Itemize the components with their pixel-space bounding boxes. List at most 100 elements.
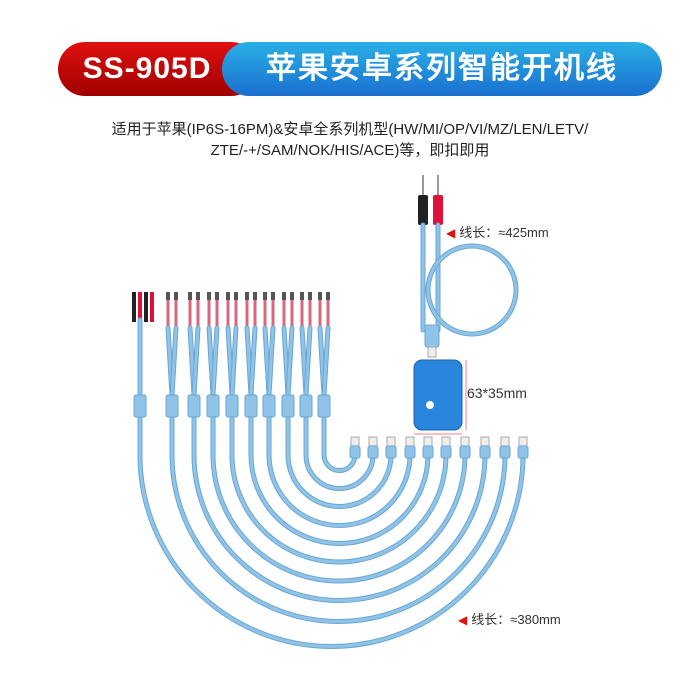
cable-loop	[426, 244, 518, 336]
compatibility-line-2: ZTE/-+/SAM/NOK/HIS/ACE)等，即扣即用	[210, 142, 490, 159]
cable-ferrule	[165, 394, 179, 418]
clip-head	[300, 292, 304, 300]
clip-head	[196, 292, 200, 300]
clip-wire	[308, 300, 312, 330]
clip-head	[234, 292, 238, 300]
clip-head	[263, 292, 267, 300]
clip-wire	[245, 300, 249, 330]
model-name: SS-905D	[82, 52, 212, 85]
clip-wire	[196, 300, 200, 330]
arc-cable-outline	[321, 412, 358, 473]
arc-cable	[286, 413, 393, 508]
clip-wire	[271, 300, 275, 330]
banana-plug	[433, 195, 443, 225]
clip-head	[253, 292, 257, 300]
arc-cable	[249, 413, 430, 545]
top-cable	[211, 326, 219, 397]
cable-ferrule	[206, 394, 220, 418]
clip-wire	[253, 300, 257, 330]
clip-wire	[215, 300, 219, 330]
cable-ferrule	[225, 394, 239, 418]
bottom-plug	[422, 445, 434, 459]
bottom-plug	[517, 445, 529, 459]
bottom-plug	[459, 445, 471, 459]
clip-wire	[300, 300, 304, 330]
arc-cable	[267, 413, 412, 527]
clip-wire	[234, 300, 238, 330]
bottom-plug	[385, 445, 397, 459]
usb-tip	[427, 346, 437, 358]
cable-ferrule	[317, 394, 331, 418]
clip-wire	[166, 300, 170, 330]
clip-head	[226, 292, 230, 300]
clip-head	[207, 292, 211, 300]
bottom-plug	[499, 445, 511, 459]
clip-head	[245, 292, 249, 300]
clip-head	[290, 292, 294, 300]
pointer-triangle-icon: ◀	[446, 226, 456, 240]
arc-cable	[322, 413, 357, 472]
clip-head	[282, 292, 286, 300]
product-title: 苹果安卓系列智能开机线	[266, 52, 618, 85]
clip-wire	[188, 300, 192, 330]
clip-head	[174, 292, 178, 300]
clip-wire	[290, 300, 294, 330]
arc-cable	[170, 413, 507, 623]
cable-ferrule	[244, 394, 258, 418]
clip-wire	[207, 300, 211, 330]
top-cable	[192, 326, 200, 397]
arc-cable	[304, 413, 375, 490]
lower-cable-length: 线长：≈380mm	[471, 612, 561, 627]
arc-cable	[230, 413, 448, 564]
clip-head	[215, 292, 219, 300]
lower-cable-length-label: ◀线长：≈380mm	[458, 609, 561, 628]
arc-cable	[211, 413, 467, 583]
clip-wire	[174, 300, 178, 330]
cable-ferrule	[262, 394, 276, 418]
clip-head	[326, 292, 330, 300]
top-cable	[230, 326, 238, 397]
compatibility-line-1: 适用于苹果(IP6S-16PM)&安卓全系列机型(HW/MI/OP/VI/MZ/…	[111, 121, 589, 138]
cable-ferrule	[299, 394, 313, 418]
bottom-plug	[349, 445, 361, 459]
cable-ferrule	[281, 394, 295, 418]
clip-lead	[138, 292, 142, 322]
arc-cable-outline	[169, 412, 508, 624]
clip-wire	[318, 300, 322, 330]
clip-head	[188, 292, 192, 300]
cable-ferrule	[133, 394, 147, 418]
top-cable	[304, 326, 312, 397]
top-cable	[267, 326, 275, 397]
clip-head	[166, 292, 170, 300]
bottom-plug	[367, 445, 379, 459]
box-logo	[426, 401, 434, 409]
top-cable	[322, 326, 330, 397]
arc-cable	[192, 413, 487, 602]
clip-wire	[326, 300, 330, 330]
pointer-triangle-icon: ◀	[458, 613, 468, 627]
banana-pin	[437, 175, 439, 195]
bottom-plug	[440, 445, 452, 459]
cable-ferrule	[187, 394, 201, 418]
clip-lead	[132, 292, 136, 322]
clip-head	[318, 292, 322, 300]
banana-pin	[422, 175, 424, 195]
top-cable	[170, 326, 178, 397]
clip-lead	[150, 292, 154, 322]
banner-title-bg	[222, 42, 662, 96]
clip-wire	[282, 300, 286, 330]
clip-wire	[263, 300, 267, 330]
bottom-plug	[479, 445, 491, 459]
upper-cable-length: 线长：≈425mm	[459, 225, 549, 240]
arc-cable	[138, 413, 525, 648]
top-cable	[249, 326, 257, 397]
clip-head	[308, 292, 312, 300]
usb-plug	[424, 324, 440, 348]
banana-plug	[418, 195, 428, 225]
clip-lead	[144, 292, 148, 322]
box-size-label: 63*35mm	[467, 385, 527, 401]
clip-head	[271, 292, 275, 300]
power-box	[413, 359, 463, 431]
